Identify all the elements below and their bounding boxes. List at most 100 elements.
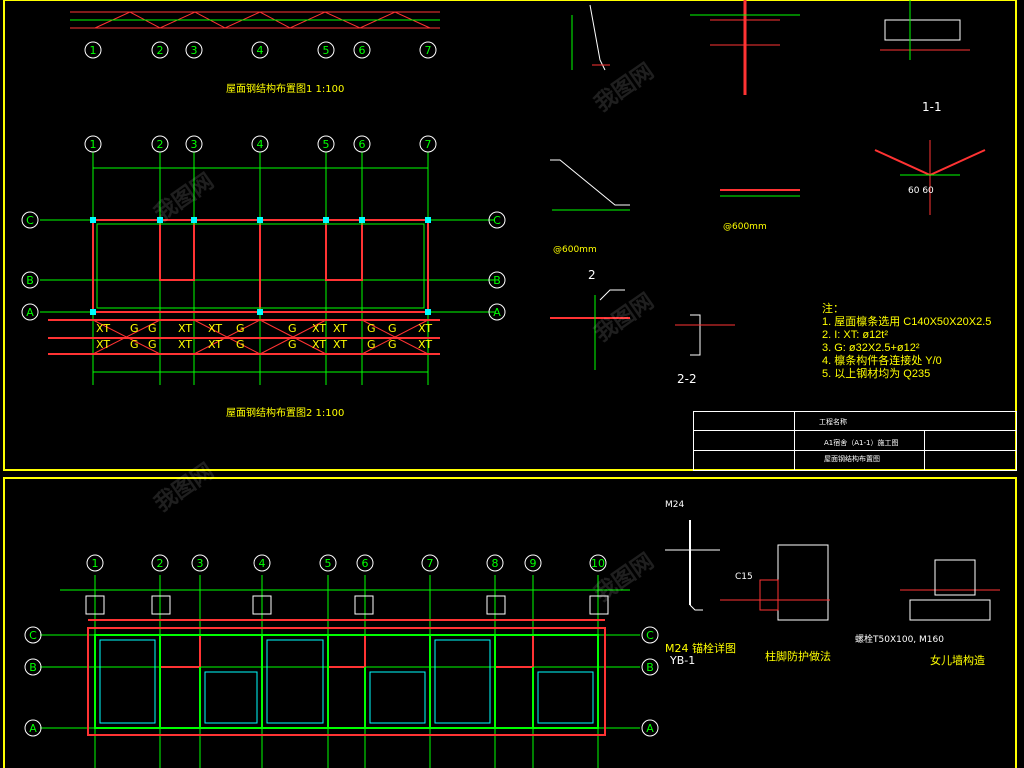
svg-text:5: 5 bbox=[323, 138, 330, 151]
svg-text:A: A bbox=[493, 306, 501, 319]
detail-code: YB-1 bbox=[670, 654, 696, 667]
svg-text:7: 7 bbox=[425, 44, 432, 57]
svg-text:6: 6 bbox=[359, 44, 366, 57]
axis-bubble-top: 4 bbox=[251, 135, 269, 153]
section-1-1-label: 1-1 bbox=[922, 100, 942, 114]
axis-bubble-top: 3 bbox=[191, 554, 209, 572]
base-spec-label: 螺栓T50X100, M160 bbox=[855, 635, 944, 645]
purlin-mark: XT bbox=[418, 322, 432, 335]
axis-bubble-top: 5 bbox=[317, 41, 335, 59]
svg-text:4: 4 bbox=[259, 557, 266, 570]
lower-plan-grid bbox=[40, 575, 640, 768]
purlin-mark: XT bbox=[312, 338, 326, 351]
detail-label-parapet: 女儿墙构造 bbox=[930, 654, 985, 667]
detail-label-bolt: M24 锚栓详图 bbox=[665, 642, 736, 655]
svg-text:C: C bbox=[26, 214, 34, 227]
axis-bubble-top: 2 bbox=[151, 554, 169, 572]
axis-bubble-side: B bbox=[488, 271, 506, 289]
axis-bubble-top: 5 bbox=[317, 135, 335, 153]
axis-bubble-top: 5 bbox=[319, 554, 337, 572]
general-notes: 注： 1. 屋面檩条选用 C140X50X20X2.5 2. I: XT: ø1… bbox=[822, 303, 991, 381]
axis-bubble-top: 3 bbox=[185, 135, 203, 153]
svg-text:9: 9 bbox=[530, 557, 537, 570]
purlin-mark: G bbox=[367, 322, 376, 335]
svg-text:B: B bbox=[26, 274, 34, 287]
axis-bubble-top: 1 bbox=[84, 41, 102, 59]
svg-text:4: 4 bbox=[257, 44, 264, 57]
axis-bubble-side: C bbox=[24, 626, 42, 644]
svg-text:3: 3 bbox=[191, 138, 198, 151]
axis-bubble-top: 8 bbox=[486, 554, 504, 572]
svg-text:8: 8 bbox=[492, 557, 499, 570]
axis-bubble-side: C bbox=[21, 211, 39, 229]
axis-bubble-side: B bbox=[641, 658, 659, 676]
detail-sketches-lower bbox=[665, 520, 1000, 621]
axis-bubble-side: A bbox=[21, 303, 39, 321]
section-mark-2: 2 bbox=[588, 268, 596, 282]
axis-bubble-top: 4 bbox=[251, 41, 269, 59]
purlin-mark: G bbox=[148, 338, 157, 351]
axis-bubble-top: 1 bbox=[86, 554, 104, 572]
svg-text:C: C bbox=[29, 629, 37, 642]
svg-text:1: 1 bbox=[90, 138, 97, 151]
purlin-mark: G bbox=[388, 322, 397, 335]
dim-label-6060: 60 60 bbox=[908, 186, 934, 196]
svg-text:C: C bbox=[646, 629, 654, 642]
purlin-mark: XT bbox=[333, 338, 347, 351]
svg-text:2: 2 bbox=[157, 138, 164, 151]
svg-text:6: 6 bbox=[359, 138, 366, 151]
purlin-mark: G bbox=[236, 338, 245, 351]
svg-text:A: A bbox=[26, 306, 34, 319]
bolt-spec-label: M24 bbox=[665, 500, 685, 510]
purlin-mark: G bbox=[130, 322, 139, 335]
note-line: 注： bbox=[822, 303, 844, 315]
svg-text:6: 6 bbox=[362, 557, 369, 570]
note-line: 5. 以上钢材均为 Q235 bbox=[822, 368, 931, 380]
title-block-project: 工程名称 bbox=[819, 418, 847, 426]
axis-bubble-side: A bbox=[488, 303, 506, 321]
axis-bubble-top: 10 bbox=[589, 554, 607, 572]
axis-bubble-side: B bbox=[21, 271, 39, 289]
purlin-mark: XT bbox=[418, 338, 432, 351]
axis-bubble-top: 6 bbox=[353, 135, 371, 153]
svg-text:A: A bbox=[646, 722, 654, 735]
title-block: 工程名称 A1宿舍（A1-1）施工图 屋面钢结构布置图 bbox=[693, 411, 1017, 471]
svg-text:3: 3 bbox=[197, 557, 204, 570]
svg-text:C: C bbox=[493, 214, 501, 227]
svg-text:1: 1 bbox=[92, 557, 99, 570]
svg-text:4: 4 bbox=[257, 138, 264, 151]
axis-bubble-top: 6 bbox=[356, 554, 374, 572]
purlin-mark: G bbox=[367, 338, 376, 351]
purlin-mark: XT bbox=[178, 322, 192, 335]
purlin-mark: XT bbox=[208, 338, 222, 351]
purlin-mark: XT bbox=[96, 338, 110, 351]
plan2-axis-bubbles: 1 2 3 4 5 6 7 1 2 3 4 5 6 7C C B B A A bbox=[21, 41, 506, 321]
purlin-mark: G bbox=[148, 322, 157, 335]
axis-bubble-top: 3 bbox=[185, 41, 203, 59]
detail-label-column: 柱脚防护做法 bbox=[765, 650, 831, 663]
purlin-mark: G bbox=[388, 338, 397, 351]
note-line: 2. I: XT: ø12t² bbox=[822, 329, 889, 341]
plan2-title: 屋面钢结构布置图2 1:100 bbox=[226, 408, 345, 419]
svg-text:5: 5 bbox=[323, 44, 330, 57]
axis-bubble-side: C bbox=[488, 211, 506, 229]
axis-bubble-top: 2 bbox=[151, 41, 169, 59]
purlin-mark: XT bbox=[178, 338, 192, 351]
section-2-2-label: 2-2 bbox=[677, 372, 697, 386]
sheet-frame-lower bbox=[3, 477, 1017, 768]
purlin-mark: G bbox=[236, 322, 245, 335]
svg-text:2: 2 bbox=[157, 557, 164, 570]
axis-bubble-top: 1 bbox=[84, 135, 102, 153]
svg-text:7: 7 bbox=[425, 138, 432, 151]
detail-sketches-upper bbox=[550, 0, 986, 370]
axis-bubble-side: A bbox=[24, 719, 42, 737]
axis-bubble-top: 9 bbox=[524, 554, 542, 572]
c15-label: C15 bbox=[735, 572, 753, 582]
svg-text:5: 5 bbox=[325, 557, 332, 570]
purlin-mark: XT bbox=[208, 322, 222, 335]
note-line: 3. G: ø32X2.5+ø12² bbox=[822, 342, 920, 354]
svg-text:A: A bbox=[29, 722, 37, 735]
svg-text:2: 2 bbox=[157, 44, 164, 57]
